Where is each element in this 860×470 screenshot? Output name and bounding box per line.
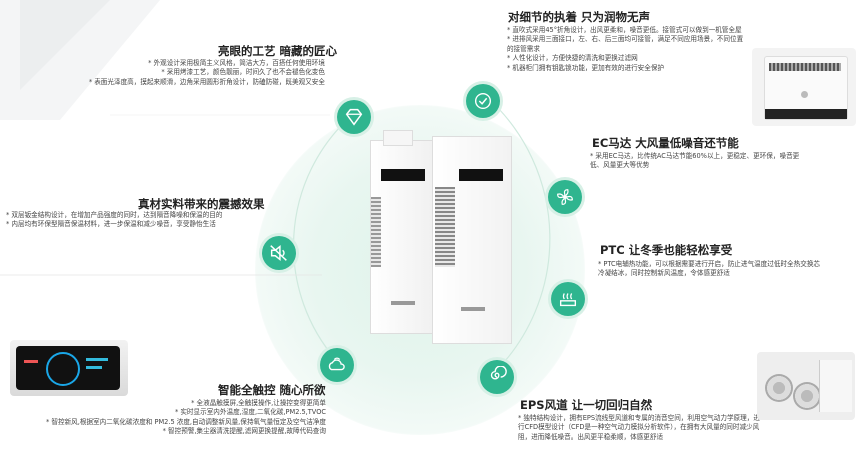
eps-bullets: * 独特结构设计，拥有EPS流线型风道和专属的消音空间，利用空气动力学原理，进行… xyxy=(518,414,766,442)
control-panel-photo xyxy=(10,340,128,396)
touch-bullets: * 全液晶触摸屏,全触摸操作,让操控变得更简单 * 实时显示室内外温度,湿度,二… xyxy=(16,399,326,437)
ptc-bullet: * PTC电辅热功能，可以根据需要进行开启，防止进气温度过低时全热交换芯冷凝结冰… xyxy=(598,260,821,278)
craft-bullets: * 外观设计采用极简主义风格，简洁大方，百搭任何使用环境 * 采用烤漆工艺，颜色… xyxy=(89,59,325,87)
product-unit-left xyxy=(370,140,436,334)
ptc-bullets: * PTC电辅热功能，可以根据需要进行开启，防止进气温度过低时全热交换芯冷凝结冰… xyxy=(598,260,823,279)
craft-bullet: * 采用烤漆工艺，颜色靓丽，时间久了也不会褪色化变色 xyxy=(161,68,325,77)
touch-title: 智能全触控 随心所欲 xyxy=(218,383,326,397)
display-ring-icon xyxy=(46,352,80,386)
duct-photo xyxy=(757,352,855,420)
material-bullet: * 内层均有环保型隔音保温材料，进一步保温和减少噪音，享受静怡生活 xyxy=(6,220,216,229)
diamond-icon xyxy=(337,100,371,134)
brand-label xyxy=(391,301,415,305)
check-leaf-icon xyxy=(466,84,500,118)
product-top-left xyxy=(383,130,413,146)
side-vent xyxy=(435,187,455,267)
unit-display xyxy=(459,169,503,181)
touch-bullet: * 智控预警,集尘器清洗提醒,滤网更换提醒,故障代码查询 xyxy=(162,427,326,436)
craft-title: 亮眼的工艺 暗藏的匠心 xyxy=(218,44,338,58)
detail-bullet: * 直吹式采用45°折角设计，出风更柔和，噪音更低。接管式可以做到一机管全屋 xyxy=(507,26,742,34)
craft-bullet: * 表面光泽度高，摸起来顺滑，边角采用圆形折角设计，防磕防碰，既美观又安全 xyxy=(88,77,325,86)
wifi-cloud-icon xyxy=(320,348,354,382)
material-bullets: * 双层钣金结构设计，在增加产品强度的同时，达到隔音降噪和保温的目的 * 内层均… xyxy=(6,211,222,230)
ec-title: EC马达 大风量低噪音还节能 xyxy=(592,136,739,150)
brand-label xyxy=(461,307,485,311)
eps-bullet: * 独特结构设计，拥有EPS流线型风道和专属的消音空间，利用空气动力学原理，进行… xyxy=(518,414,760,441)
material-title: 真材实料带来的震撼效果 xyxy=(138,197,265,211)
ec-bullets: * 采用EC马达，比传统AC马达节能60%以上，更稳定、更环保，噪音更低、风量更… xyxy=(590,152,810,171)
eps-title: EPS风道 让一切回归自然 xyxy=(520,398,653,412)
logo-dot xyxy=(801,91,808,98)
product-unit-right xyxy=(432,136,512,344)
touch-bullet: * 智控新风,根据室内二氧化碳浓度和 PM2.5 浓度,自动调整新风量,保持氧气… xyxy=(46,417,326,426)
sound-off-icon xyxy=(262,236,296,270)
ptc-title: PTC 让冬季也能轻松享受 xyxy=(600,243,733,257)
touch-bullet: * 实时显示室内外温度,湿度,二氧化碳,PM2.5,TVOC xyxy=(174,408,326,417)
unit-top-photo xyxy=(752,48,856,126)
duct-port xyxy=(765,374,793,402)
unit-display xyxy=(381,169,425,181)
touchscreen-display xyxy=(16,346,120,390)
spiral-wind-icon xyxy=(480,360,514,394)
corner-decoration xyxy=(0,0,160,120)
detail-bullet: * 机器柜门拥有钥匙锁功能，更加有效的进行安全保护 xyxy=(507,63,665,72)
detail-title: 对细节的执着 只为润物无声 xyxy=(508,10,651,24)
detail-bullet: * 人性化设计，方便快捷的清洗和更换过滤网 xyxy=(507,54,638,63)
touch-bullet: * 全液晶触摸屏,全触摸操作,让操控变得更简单 xyxy=(191,399,326,407)
ec-bullet: * 采用EC马达，比传统AC马达节能60%以上，更稳定、更环保，噪音更低、风量更… xyxy=(590,152,800,170)
side-vent xyxy=(371,197,381,267)
ec-fan-icon xyxy=(548,180,582,214)
duct-port xyxy=(793,382,821,410)
heater-icon xyxy=(551,282,585,316)
detail-bullets: * 直吹式采用45°折角设计，出风更柔和，噪音更低。接管式可以做到一机管全屋 *… xyxy=(507,26,745,73)
material-bullet: * 双层钣金结构设计，在增加产品强度的同时，达到隔音降噪和保温的目的 xyxy=(6,211,223,219)
craft-bullet: * 外观设计采用极简主义风格，简洁大方，百搭任何使用环境 xyxy=(148,59,325,67)
detail-bullet: * 进排风采用三面接口，左、右、后三面均可接管，满足不同应用场景，不同位置的接管… xyxy=(507,35,744,53)
vent-grille xyxy=(769,63,841,71)
